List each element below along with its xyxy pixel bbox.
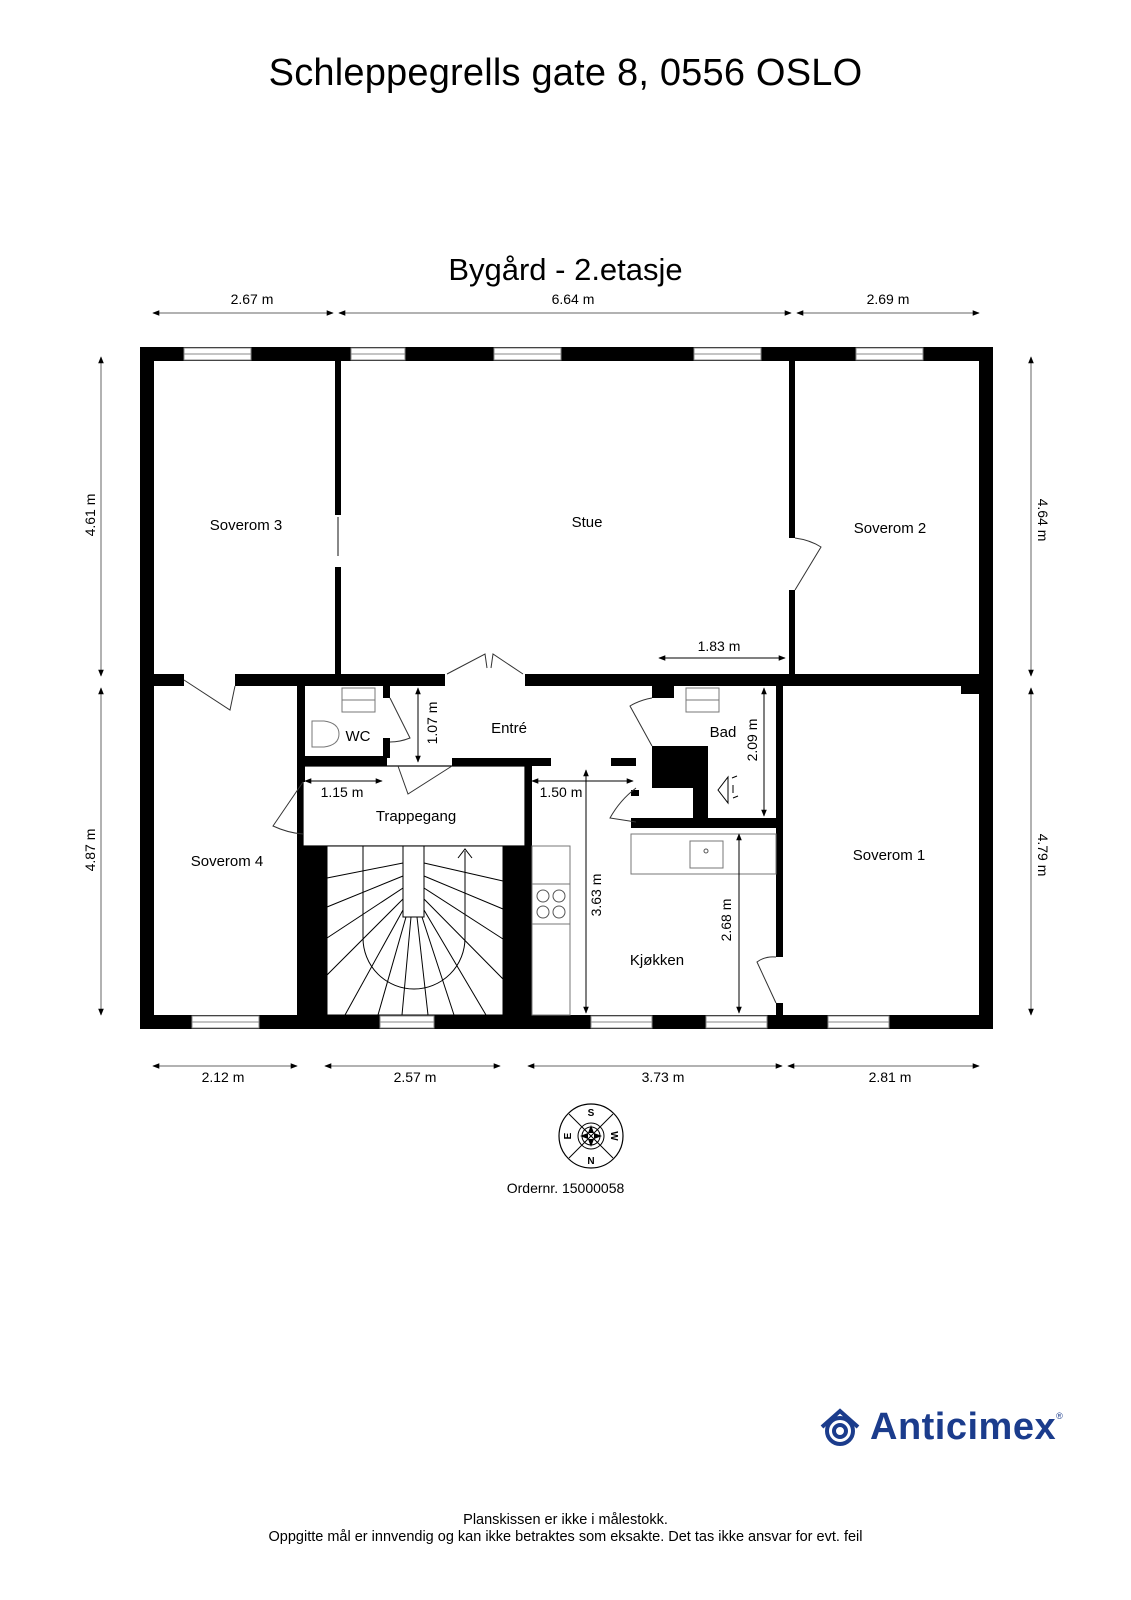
- stove-icon: [536, 848, 709, 919]
- room-label-trappegang: Trappegang: [376, 808, 456, 825]
- dim-top-1: 2.67 m: [231, 291, 274, 307]
- dim-bottom-3: 3.73 m: [642, 1069, 685, 1085]
- room-label-soverom-3: Soverom 3: [210, 517, 283, 534]
- fixtures: [311, 687, 777, 1016]
- dim-right-2: 4.79 m: [1035, 834, 1051, 877]
- dim-kjokken-height: 3.63 m: [588, 874, 604, 917]
- dim-kjokken-partial: 2.68 m: [718, 899, 734, 942]
- doors: [183, 537, 822, 1004]
- dim-bad-height: 2.09 m: [744, 719, 760, 762]
- dim-top-2: 6.64 m: [552, 291, 595, 307]
- dim-top-3: 2.69 m: [867, 291, 910, 307]
- property-address: Schleppegrells gate 8, 0556 OSLO: [268, 52, 863, 94]
- dim-wc-height: 1.07 m: [424, 702, 440, 745]
- svg-text:E: E: [563, 1132, 574, 1139]
- dim-left-1: 4.61 m: [82, 494, 98, 537]
- dim-bottom-2: 2.57 m: [394, 1069, 437, 1085]
- dimension-lines: [98, 310, 1034, 1069]
- room-label-kjokken: Kjøkken: [630, 952, 684, 969]
- room-label-bad: Bad: [710, 724, 737, 741]
- compass-icon: S N E W: [558, 1103, 624, 1169]
- floor-title: Bygård - 2.etasje: [448, 252, 683, 287]
- dim-trappegang-width: 1.15 m: [321, 784, 364, 800]
- brand-name: Anticimex: [870, 1405, 1057, 1448]
- svg-text:N: N: [587, 1156, 594, 1167]
- dim-bottom-4: 2.81 m: [869, 1069, 912, 1085]
- shower-icon: [717, 775, 739, 805]
- room-label-stue: Stue: [572, 514, 603, 531]
- registered-mark: ®: [1056, 1411, 1063, 1421]
- anticimex-logo-icon: [820, 1408, 860, 1446]
- room-label-entre: Entré: [491, 720, 527, 737]
- interior-walls: [154, 361, 979, 1015]
- dim-entre-width: 1.50 m: [540, 784, 583, 800]
- disclaimer-line-2: Oppgitte mål er innvendig og kan ikke be…: [268, 1529, 863, 1545]
- dim-stue-width: 1.83 m: [698, 638, 741, 654]
- dim-right-1: 4.64 m: [1035, 499, 1051, 542]
- room-label-soverom-2: Soverom 2: [854, 520, 927, 537]
- dim-left-2: 4.87 m: [82, 829, 98, 872]
- room-label-wc: WC: [346, 728, 371, 745]
- staircase: [326, 845, 504, 1016]
- disclaimer-line-1: Planskissen er ikke i målestokk.: [463, 1512, 668, 1528]
- room-label-soverom-1: Soverom 1: [853, 847, 926, 864]
- dim-bottom-1: 2.12 m: [202, 1069, 245, 1085]
- svg-text:S: S: [588, 1108, 595, 1119]
- svg-text:W: W: [608, 1131, 619, 1141]
- brand-logo: Anticimex ®: [818, 1405, 1063, 1449]
- order-number: Ordernr. 15000058: [506, 1180, 625, 1196]
- disclaimer: Planskissen er ikke i målestokk. Oppgitt…: [0, 1512, 1131, 1546]
- room-label-soverom-4: Soverom 4: [191, 853, 264, 870]
